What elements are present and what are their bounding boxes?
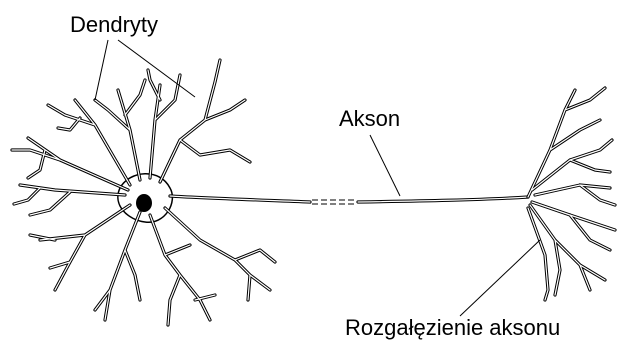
dendrites-pointer-right bbox=[118, 40, 195, 97]
axon-left bbox=[170, 196, 310, 202]
nucleus bbox=[136, 194, 152, 212]
branch-pointer bbox=[460, 240, 540, 316]
axon-pointer bbox=[370, 135, 400, 196]
dendrites-label: Dendryty bbox=[70, 14, 158, 36]
dendrites-outer bbox=[12, 60, 275, 325]
axon-branching-label: Rozgałęzienie aksonu bbox=[345, 317, 560, 339]
dendrites-inner bbox=[12, 60, 275, 325]
axon-terminals-inner bbox=[528, 88, 615, 300]
axon-break bbox=[312, 200, 355, 204]
axon-right bbox=[358, 197, 528, 202]
dendrites-pointer-left bbox=[95, 40, 108, 100]
axon-label: Akson bbox=[339, 108, 400, 130]
